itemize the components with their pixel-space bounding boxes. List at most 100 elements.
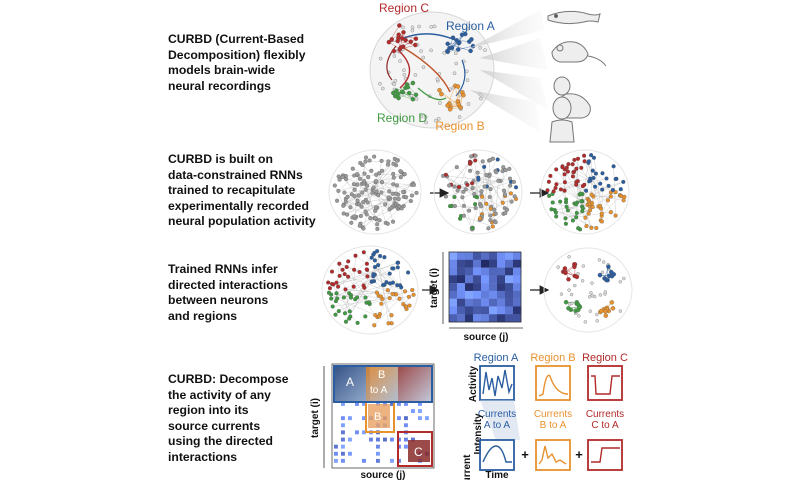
matrix-cell xyxy=(481,290,490,299)
connection-edge xyxy=(357,184,386,205)
matrix-cell xyxy=(457,298,466,307)
neuron-node xyxy=(394,292,399,297)
neuron-node xyxy=(378,253,383,259)
time-axis-label: Time xyxy=(485,470,509,480)
connection-edge xyxy=(342,176,411,202)
projection-fan-human xyxy=(470,90,540,132)
matrix-cell xyxy=(334,444,338,449)
neuron-node xyxy=(581,264,585,268)
neuron-node xyxy=(608,194,613,199)
neuron-node xyxy=(574,166,579,171)
neuron-node xyxy=(361,200,366,205)
neuron-node xyxy=(403,37,408,43)
neuron-node xyxy=(361,226,366,231)
neuron-node xyxy=(343,287,348,292)
neuron-node xyxy=(392,196,397,201)
matrix-cell xyxy=(369,437,373,442)
matrix-y-label: target (i) xyxy=(429,268,440,308)
neuron-node xyxy=(353,253,358,258)
neuron-node xyxy=(386,39,392,45)
neuron-node xyxy=(563,221,568,226)
neuron-node xyxy=(609,269,614,275)
neuron-node xyxy=(504,207,510,212)
neuron-node xyxy=(419,114,423,119)
connection-edge xyxy=(568,163,591,179)
neuron-node xyxy=(436,117,441,121)
neuron-node xyxy=(334,291,339,296)
neuron-node xyxy=(373,216,378,221)
neuron-node xyxy=(411,182,416,187)
block-b2-label: B xyxy=(374,411,381,423)
neuron-node xyxy=(492,207,497,212)
matrix-cell xyxy=(513,290,522,299)
matrix-cell xyxy=(465,275,474,284)
neuron-node xyxy=(350,166,355,171)
neuron-node xyxy=(340,267,345,272)
activity-axis-label: Activity xyxy=(468,366,479,403)
neuron-node xyxy=(513,185,519,190)
neuron-node xyxy=(372,264,378,270)
neuron-node xyxy=(391,175,396,180)
matrix-cell xyxy=(465,314,474,323)
neuron-node xyxy=(463,187,468,192)
neuron-node xyxy=(603,290,607,294)
matrix-cell xyxy=(341,444,345,449)
neuron-node xyxy=(394,158,400,163)
neuron-node xyxy=(473,202,478,207)
neuron-node xyxy=(575,179,580,184)
matrix-cell xyxy=(418,416,422,421)
neuron-node xyxy=(503,211,508,216)
neuron-node xyxy=(494,170,499,175)
row2-description: CURBD is built on data-constrained RNNs … xyxy=(168,152,316,229)
neuron-node xyxy=(453,51,458,55)
matrix-cell xyxy=(418,402,422,406)
neuron-node xyxy=(470,186,475,191)
matrix-cell xyxy=(497,290,506,299)
neuron-node xyxy=(356,193,361,198)
neuron-node xyxy=(344,177,349,182)
matrix-cell xyxy=(457,314,466,323)
connection-edge xyxy=(450,161,471,185)
neuron-node xyxy=(374,189,379,194)
neuron-node xyxy=(332,183,337,188)
connection-edge xyxy=(397,40,416,46)
neuron-node xyxy=(548,173,553,178)
neuron-node xyxy=(336,284,341,289)
matrix-cell xyxy=(505,290,514,299)
neuron-node xyxy=(482,184,487,189)
neuron-node xyxy=(329,269,335,274)
neuron-node xyxy=(496,178,501,183)
neuron-node xyxy=(595,319,599,323)
neuron-node xyxy=(465,78,470,82)
matrix-cell xyxy=(404,437,408,442)
neuron-node xyxy=(490,224,495,229)
neuron-node xyxy=(386,159,391,164)
neuron-node xyxy=(457,115,462,119)
neuron-node xyxy=(606,273,612,279)
neuron-node xyxy=(336,309,341,314)
neuron-node xyxy=(454,61,459,66)
neuron-node xyxy=(476,175,481,180)
neuron-node xyxy=(594,225,599,231)
neuron-node xyxy=(366,300,372,305)
neuron-node xyxy=(435,77,440,81)
neuron-node xyxy=(378,294,384,299)
connection-edge xyxy=(352,168,365,174)
neuron-node xyxy=(600,187,605,192)
connection-edge xyxy=(343,177,394,207)
matrix-cell xyxy=(457,267,466,276)
neuron-node xyxy=(567,255,571,259)
matrix-cell xyxy=(465,252,474,260)
connection-edge xyxy=(381,181,417,194)
matrix-cell xyxy=(497,298,506,307)
matrix-cell xyxy=(355,430,359,435)
matrix-cell xyxy=(449,275,458,284)
neuron-node xyxy=(414,190,419,195)
connection-edge xyxy=(446,176,492,207)
neuron-node xyxy=(410,25,415,30)
matrix-cell xyxy=(362,430,366,435)
connection-edge xyxy=(502,167,504,203)
neuron-node xyxy=(326,290,332,295)
neuron-node xyxy=(550,200,555,205)
neuron-node xyxy=(402,73,407,77)
